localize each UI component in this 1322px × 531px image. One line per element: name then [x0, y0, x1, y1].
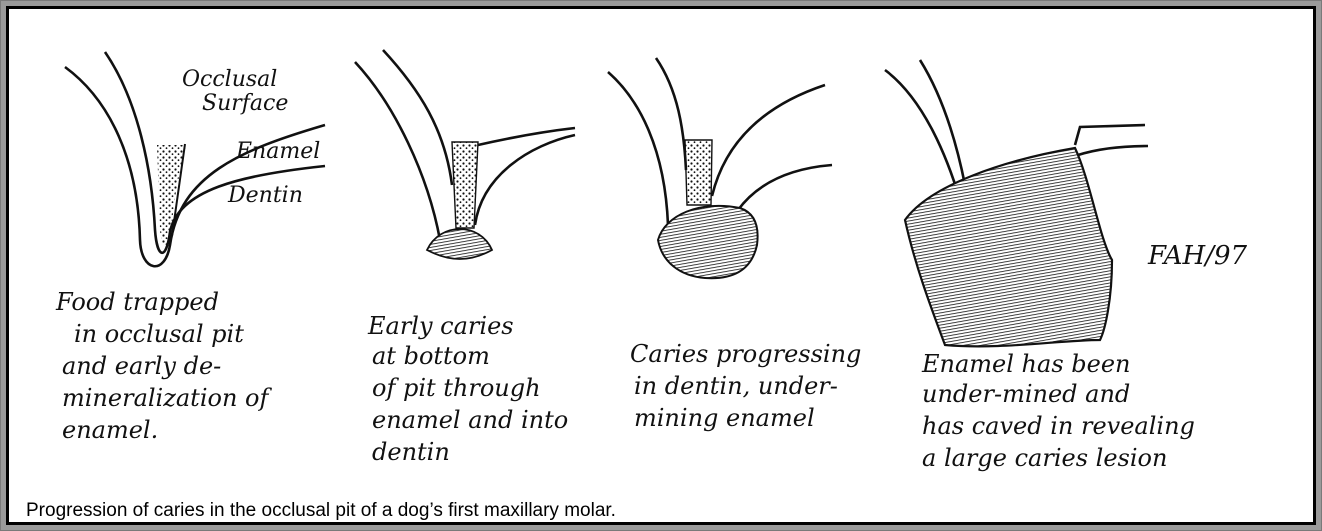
occlusal-surface [1075, 125, 1145, 145]
stage-3-note: Caries progressing in dentin, under- min… [630, 340, 861, 432]
stage-4-note-line-1: Enamel has been [921, 350, 1131, 378]
occlusal-surface-inner [1078, 146, 1148, 155]
stage-1-note-line-3: and early de- [62, 352, 221, 380]
stage-2-drawing [355, 50, 575, 259]
stage-1-note-line-2: in occlusal pit [74, 320, 244, 348]
occlusal-surface-inner [738, 165, 832, 210]
occlusal-surface [475, 135, 575, 225]
occlusal-surface-inner [478, 128, 575, 145]
stage-3-note-line-2: in dentin, under- [634, 372, 838, 400]
stage-1-note-line-5: enamel. [62, 416, 158, 444]
stage-4-drawing [885, 60, 1148, 346]
enamel-outline [885, 70, 960, 200]
stage-2-note-line-5: dentin [372, 438, 450, 466]
stage-3-note-line-3: mining enamel [634, 404, 815, 432]
stage-1-note-line-4: mineralization of [62, 384, 272, 412]
stage-4-note-line-3: has caved in revealing [922, 412, 1195, 440]
stage-1-note-line-1: Food trapped [55, 288, 219, 316]
food-trapped-stipple [452, 142, 478, 228]
occlusal-surface [712, 85, 825, 196]
stage-1-note: Food trapped in occlusal pit and early d… [55, 288, 272, 444]
enamel-outline [608, 72, 668, 225]
stage-2-note: Early caries at bottom of pit through en… [367, 312, 568, 466]
stage-2-note-line-3: of pit through [372, 374, 541, 402]
large-caries-lesion [905, 148, 1112, 346]
stage-4-note-line-2: under-mined and [922, 380, 1130, 408]
food-trapped-stipple [157, 145, 186, 246]
enamel-outline [355, 62, 440, 240]
stage-4-note-line-4: a large caries lesion [922, 444, 1167, 472]
label-surface: Surface [202, 91, 288, 116]
stage-2-note-line-2: at bottom [372, 342, 490, 370]
dentin-caries-lesion [658, 206, 758, 278]
label-dentin: Dentin [227, 183, 303, 208]
dentin-enamel-junction [920, 60, 965, 185]
stage-2-note-line-1: Early caries [367, 312, 514, 340]
stage-4-note: Enamel has been under-mined and has cave… [921, 350, 1195, 472]
artist-signature: FAH/97 [1147, 241, 1248, 271]
food-trapped-stipple [685, 140, 712, 205]
label-enamel: Enamel [235, 139, 320, 164]
stage-3-note-line-1: Caries progressing [630, 340, 861, 368]
stage-2-note-line-4: enamel and into [372, 406, 568, 434]
dentin-enamel-junction [656, 58, 686, 170]
stage-3-drawing [608, 58, 832, 278]
early-caries-lesion [427, 229, 492, 259]
label-occlusal: Occlusal [182, 67, 277, 92]
figure-caption: Progression of caries in the occlusal pi… [26, 500, 616, 522]
